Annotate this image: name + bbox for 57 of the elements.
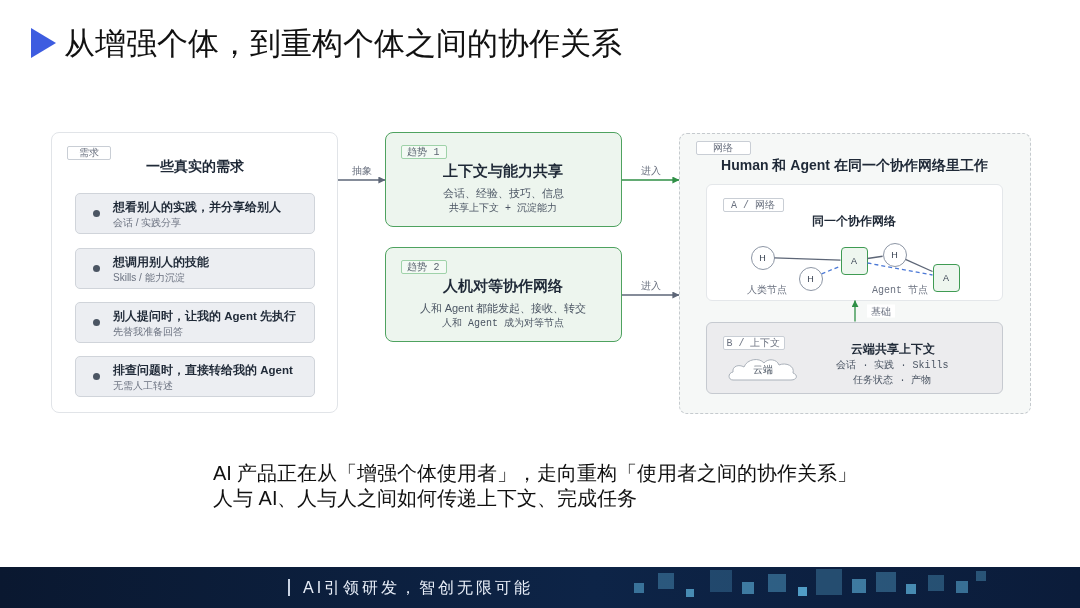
need-card (75, 356, 315, 397)
section-heading: 云端共享上下文 (850, 340, 935, 357)
section-tag: B / 上下文 (722, 335, 785, 350)
needs-panel (51, 132, 338, 413)
edge-label: 基础 (867, 304, 895, 318)
need-detail: 先替我准备回答 (113, 325, 183, 338)
connector-line (773, 257, 842, 261)
section-tag: 网络 (695, 140, 751, 155)
cloud-label: 云端 (752, 362, 773, 376)
node-type-caption: Agent 节点 (872, 283, 928, 297)
trend-description: 人和 Agent 都能发起、接收、转交 (419, 301, 587, 315)
need-card (75, 302, 315, 343)
panel-heading: 一些真实的需求 (145, 157, 244, 175)
trend-note: 人和 Agent 成为对等节点 (442, 317, 564, 330)
human-node: H (750, 245, 775, 270)
slogan-text: AI引领研发，智创无限可能 (303, 578, 534, 598)
trend-card (385, 132, 622, 227)
need-title: 别人提问时，让我的 Agent 先执行 (113, 309, 296, 324)
trend-card (385, 247, 622, 342)
arrow (851, 299, 859, 323)
human-node: H (882, 242, 907, 267)
need-detail: 会话 / 实践分享 (113, 216, 182, 229)
context-items: 会话 · 实践 · Skills (836, 358, 949, 372)
need-title: 排查问题时，直接转给我的 Agent (113, 363, 293, 378)
summary-text: AI 产品正在从「增强个体使用者」，走向重构「使用者之间的协作关系」 (213, 461, 858, 486)
need-title: 想调用别人的技能 (113, 255, 209, 270)
slide-title: 从增强个体，到重构个体之间的协作关系 (64, 25, 622, 62)
dashed-connector-line (866, 262, 934, 276)
human-node: H (798, 266, 823, 291)
need-detail: 无需人工转述 (113, 379, 173, 392)
arrow (621, 291, 680, 299)
connector-line (866, 255, 884, 260)
arrow (621, 176, 680, 184)
section-heading: 同一个协作网络 (812, 212, 896, 229)
context-card (705, 321, 1003, 394)
trend-tag: 趋势 1 (400, 144, 447, 159)
trend-tag: 趋势 2 (400, 259, 447, 274)
agent-node: A (840, 246, 868, 275)
need-card (75, 193, 315, 234)
network-panel (679, 133, 1031, 414)
section-tag: 需求 (67, 146, 111, 160)
arrow (337, 176, 386, 184)
summary-text: 人与 AI、人与人之间如何传递上下文、完成任务 (213, 486, 638, 511)
network-card (705, 183, 1003, 301)
need-card (75, 248, 315, 289)
agent-node: A (932, 263, 960, 292)
trend-note: 共享上下文 + 沉淀能力 (449, 202, 557, 215)
need-detail: Skills / 能力沉淀 (113, 271, 185, 284)
trend-description: 会话、经验、技巧、信息 (442, 186, 564, 200)
context-items: 任务状态 · 产物 (853, 373, 932, 387)
trend-title: 人机对等协作网络 (443, 277, 563, 296)
need-title: 想看别人的实践，并分享给别人 (113, 200, 281, 215)
panel-heading: Human 和 Agent 在同一个协作网络里工作 (721, 156, 988, 174)
section-tag: A / 网络 (722, 197, 784, 212)
trend-title: 上下文与能力共享 (443, 162, 563, 181)
connector-line (904, 258, 934, 273)
node-type-caption: 人类节点 (747, 283, 787, 297)
